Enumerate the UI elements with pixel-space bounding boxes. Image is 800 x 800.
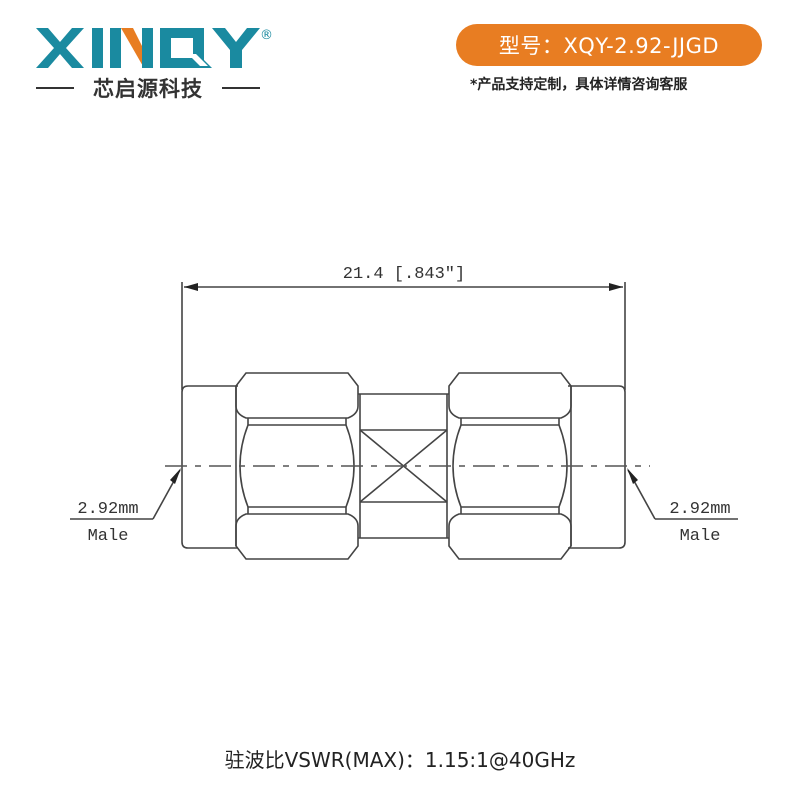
company-name-row: 芯启源科技 bbox=[36, 74, 260, 102]
leader-arrow-left-icon bbox=[170, 468, 181, 484]
left-port-size: 2.92mm bbox=[77, 500, 138, 519]
brand-logo: ® 芯启源科技 bbox=[36, 26, 276, 106]
model-badge: 型号：XQY-2.92-JJGD bbox=[456, 24, 762, 66]
vswr-spec: 驻波比VSWR(MAX)：1.15:1@40GHz bbox=[224, 748, 576, 772]
customization-note: *产品支持定制，具体详情咨询客服 bbox=[470, 77, 688, 93]
left-port-gender: Male bbox=[88, 527, 129, 546]
arrow-right-icon bbox=[609, 283, 623, 291]
leader-arrow-right-icon bbox=[627, 468, 638, 484]
registered-mark: ® bbox=[260, 28, 273, 43]
xinqy-logo-icon bbox=[36, 28, 260, 68]
divider-right bbox=[222, 87, 260, 89]
right-port-size: 2.92mm bbox=[669, 500, 730, 519]
left-hex-nut bbox=[235, 372, 359, 560]
right-port-gender: Male bbox=[680, 527, 721, 546]
company-name: 芯启源科技 bbox=[93, 77, 203, 101]
arrow-left-icon bbox=[184, 283, 198, 291]
overall-length-label: 21.4 [.843″] bbox=[343, 265, 465, 284]
divider-left bbox=[36, 87, 74, 89]
